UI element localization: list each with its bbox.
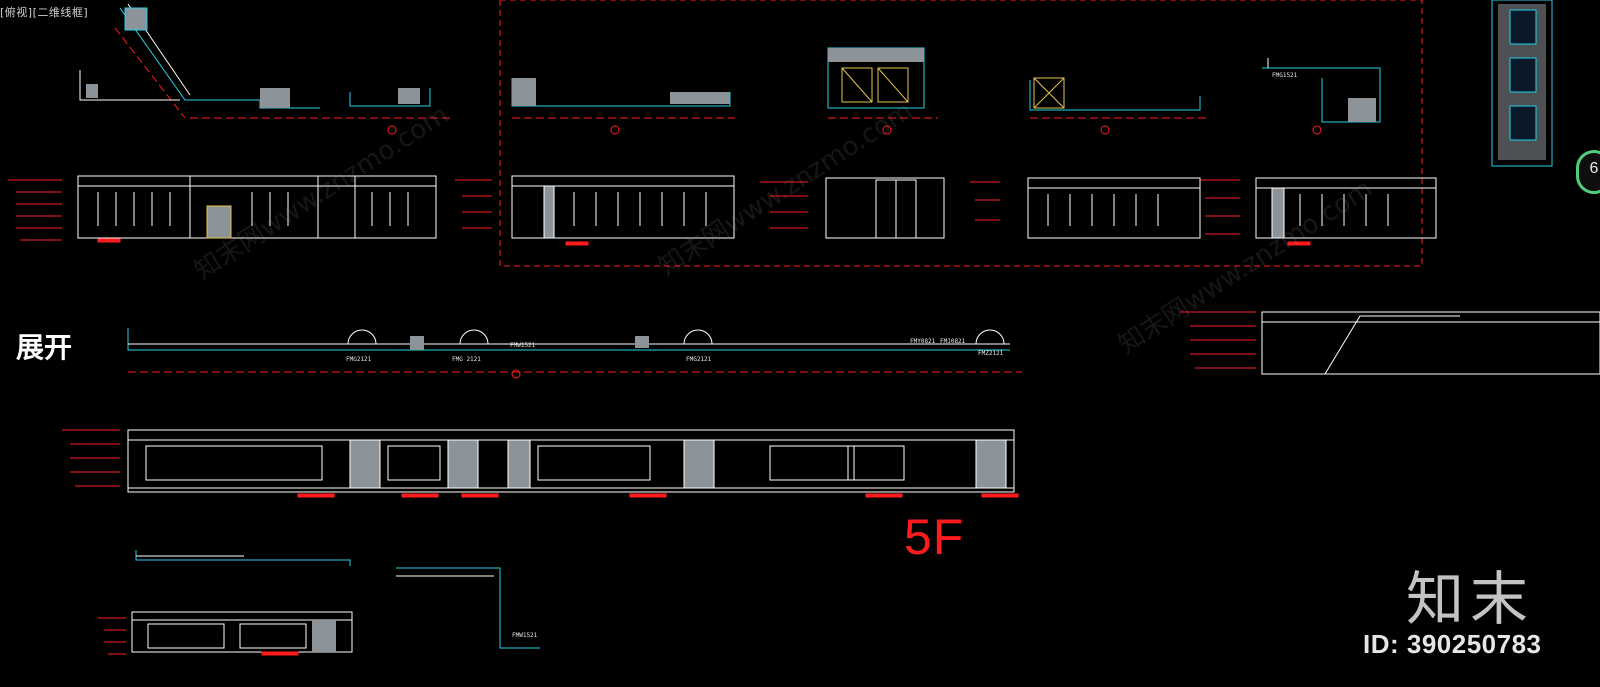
door-tag: FMZ2121	[978, 350, 1004, 357]
window-panels-row-1	[97, 192, 1389, 226]
door-tag: FMG2121	[346, 356, 372, 363]
door-tag: FMG1521	[1272, 72, 1298, 79]
viewport-label[interactable]: [俯视][二维线框]	[0, 6, 89, 19]
elevation-row-1	[8, 175, 1437, 246]
door-tag: FMG2121	[686, 356, 712, 363]
floor-label: 5F	[904, 509, 965, 565]
expand-label: 展开	[16, 331, 73, 364]
door-tag: FMY0821	[910, 338, 936, 345]
watermark-id: ID: 390250783	[1363, 629, 1542, 659]
unfolded-plan	[127, 311, 1600, 379]
long-elevation	[62, 429, 1019, 498]
bottom-sections	[98, 550, 540, 656]
plan-group-top	[79, 0, 1553, 267]
door-tag: FMJ0821	[940, 338, 966, 345]
watermark-logo: 知末	[1406, 565, 1535, 633]
door-tag: FMG 2121	[452, 356, 481, 363]
navigation-wheel-icon[interactable]: 6	[1576, 150, 1600, 194]
selection-frame	[499, 0, 1423, 267]
door-tag: FMW1521	[512, 632, 538, 639]
door-tag: FMW1521	[510, 342, 536, 349]
